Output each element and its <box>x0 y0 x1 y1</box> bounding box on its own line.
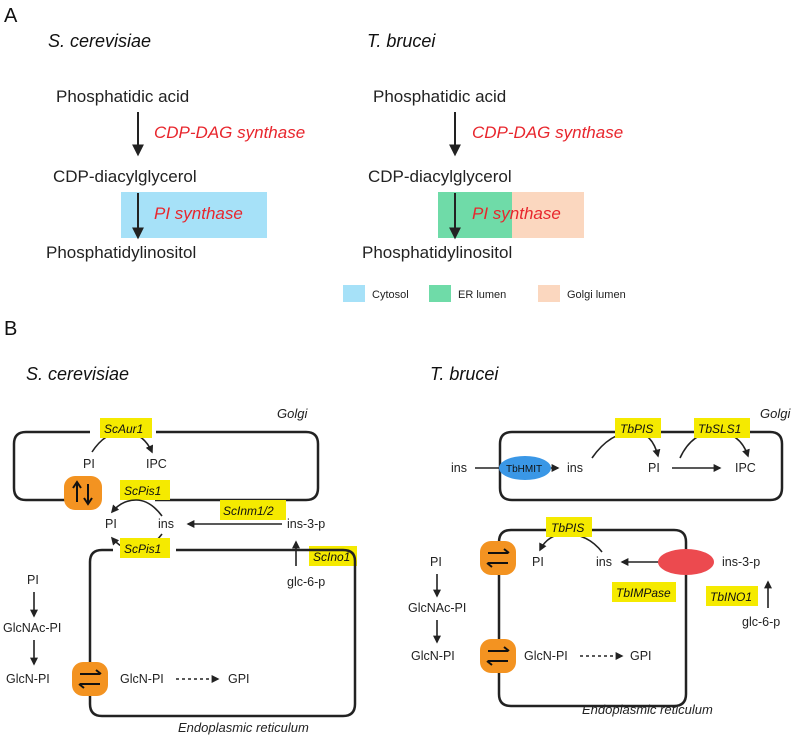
panel-label-b: B <box>4 318 17 340</box>
tb-cdp-diacylglycerol: CDP-diacylglycerol <box>368 167 512 186</box>
sc-er-flipper <box>72 662 108 696</box>
tb-pis-label: PI synthase <box>472 204 561 223</box>
sc-ins-3-p: ins-3-p <box>287 517 325 531</box>
tb-sls1-label: TbSLS1 <box>698 422 741 436</box>
sc-pis1-top-label: ScPis1 <box>124 484 161 498</box>
tb-er-membrane <box>497 528 688 708</box>
sc-aur1-label-bg <box>100 418 152 438</box>
sc-cytosol-box <box>121 192 267 238</box>
sc-golgi-membrane <box>12 430 320 502</box>
tb-golgi-membrane <box>498 430 784 502</box>
sc-aur1-label: ScAur1 <box>104 422 143 436</box>
sc-glcn-pi-er: GlcN-PI <box>120 672 164 686</box>
sc-golgi-flippase-down-arrow <box>83 484 93 506</box>
tb-phosphatidylinositol: Phosphatidylinositol <box>362 243 512 262</box>
sc-glc-6-p: glc-6-p <box>287 575 325 589</box>
tb-er-flipper-top-right-arrow <box>488 548 510 554</box>
legend-er-swatch <box>429 285 451 302</box>
legend-golgi-label: Golgi lumen <box>567 289 626 301</box>
sc-pis1-top-label-bg <box>120 480 170 500</box>
tb-pis-golgi-label-bg <box>615 418 661 438</box>
tb-golgi-pi: PI <box>648 461 660 475</box>
tb-glcnac-pi: GlcNAc-PI <box>408 601 466 615</box>
tb-golgi-label: Golgi <box>760 406 791 421</box>
sc-phosphatidic-acid: Phosphatidic acid <box>56 87 189 106</box>
tb-er-flipper-top <box>480 541 516 575</box>
tb-er-flipper-top-left-arrow <box>486 562 508 568</box>
tb-glcn-pi-er: GlcN-PI <box>524 649 568 663</box>
tb-pis-er-label: TbPIS <box>551 521 584 535</box>
sc-ino1-label: ScIno1 <box>313 550 350 564</box>
sc-glcn-pi-left: GlcN-PI <box>6 672 50 686</box>
tb-ins-3-p: ins-3-p <box>722 555 760 569</box>
sc-ins: ins <box>158 517 174 531</box>
tb-er-pi: PI <box>430 555 442 569</box>
tb-er-flipper-bottom-left-arrow <box>486 660 508 666</box>
tb-hmit-label: TbHMIT <box>506 464 542 475</box>
tb-er-label: Endoplasmic reticulum <box>582 702 713 717</box>
tb-er-pi-inner: PI <box>532 555 544 569</box>
tb-gpi: GPI <box>630 649 652 663</box>
legend-er-label: ER lumen <box>458 289 506 301</box>
sc-er-pi: PI <box>27 573 39 587</box>
sc-golgi-pi: PI <box>83 457 95 471</box>
tb-phosphatidic-acid: Phosphatidic acid <box>373 87 506 106</box>
tb-impase-label: TbIMPase <box>616 586 671 600</box>
sc-er-label: Endoplasmic reticulum <box>178 720 309 735</box>
sc-glcnac-pi: GlcNAc-PI <box>3 621 61 635</box>
sc-gpi: GPI <box>228 672 250 686</box>
tb-pis-golgi-label: TbPIS <box>620 422 653 436</box>
sc-er-membrane <box>88 548 357 718</box>
sc-inm-label: ScInm1/2 <box>223 504 274 518</box>
tb-pis-er-label-bg <box>546 517 592 537</box>
tb-ino1-label: TbINO1 <box>710 590 752 604</box>
sc-cds-label: CDP-DAG synthase <box>154 123 305 142</box>
sc-ipc: IPC <box>146 457 167 471</box>
tb-er-ins: ins <box>596 555 612 569</box>
panel-a-sc-title: S. cerevisiae <box>48 31 151 51</box>
tb-impase-enzyme <box>658 549 714 575</box>
sc-er-flipper-left-arrow <box>78 683 100 689</box>
sc-pis1-top-arc <box>110 499 163 517</box>
sc-er-flipper-right-arrow <box>80 669 102 675</box>
panel-b-sc-title: S. cerevisiae <box>26 364 129 384</box>
tb-sls1-label-bg <box>694 418 750 438</box>
sc-golgi-label: Golgi <box>277 406 308 421</box>
sc-pis-label: PI synthase <box>154 204 243 223</box>
tb-golgi-lumen-box <box>512 192 584 238</box>
sc-pis1-bot-label: ScPis1 <box>124 542 161 556</box>
sc-golgi-flippase <box>64 476 102 510</box>
tb-ipc: IPC <box>735 461 756 475</box>
tb-er-flipper-bottom-right-arrow <box>488 646 510 652</box>
sc-pi-mid: PI <box>105 517 117 531</box>
sc-pis1-bot-label-bg <box>120 538 170 558</box>
panel-label-a: A <box>4 5 18 27</box>
tb-glc-6-p: glc-6-p <box>742 615 780 629</box>
sc-golgi-flippase-up-arrow <box>72 480 82 502</box>
sc-phosphatidylinositol: Phosphatidylinositol <box>46 243 196 262</box>
legend-golgi-swatch <box>538 285 560 302</box>
tb-ins-golgi: ins <box>567 461 583 475</box>
panel-b-tb-title: T. brucei <box>430 364 499 384</box>
tb-er-flipper-bottom <box>480 639 516 673</box>
tb-impase-label-bg <box>612 582 676 602</box>
legend-cytosol-swatch <box>343 285 365 302</box>
tb-ino1-label-bg <box>706 586 758 606</box>
sc-cdp-diacylglycerol: CDP-diacylglycerol <box>53 167 197 186</box>
sc-inm-label-bg <box>220 500 286 520</box>
tb-hmit-transporter <box>499 456 551 480</box>
legend-cytosol-label: Cytosol <box>372 289 409 301</box>
tb-glcn-pi-left: GlcN-PI <box>411 649 455 663</box>
panel-a-tb-title: T. brucei <box>367 31 436 51</box>
tb-ins-outside: ins <box>451 461 467 475</box>
tb-cds-label: CDP-DAG synthase <box>472 123 623 142</box>
